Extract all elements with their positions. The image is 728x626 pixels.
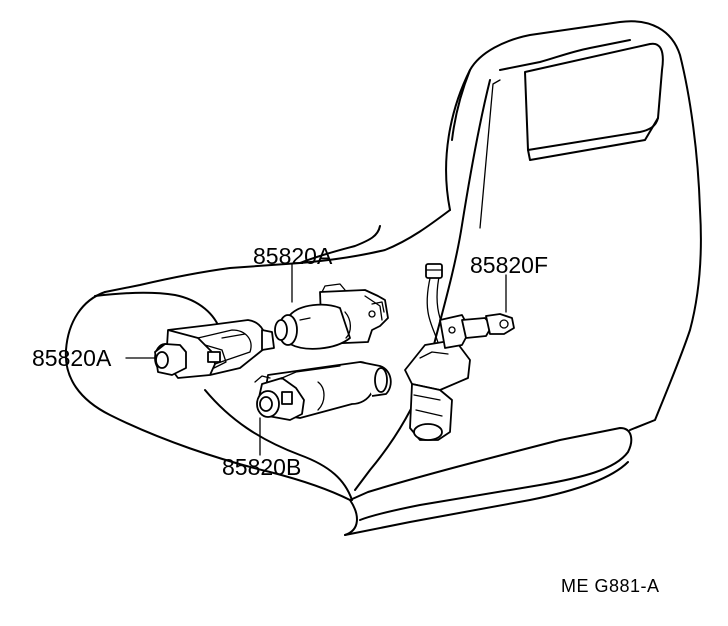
seat-cushion: [64, 209, 633, 536]
callout-85820a-left: 85820A: [32, 345, 112, 371]
seat-back: [429, 20, 702, 431]
figure-code: ME G881-A: [561, 576, 660, 596]
leader-lines: [125, 263, 507, 456]
callout-85820b: 85820B: [222, 454, 302, 480]
motor-85820f-right: [404, 263, 515, 441]
motor-85820a-top: [274, 283, 389, 350]
motor-85820a-left: [154, 319, 275, 379]
motor-85820b-bottom: [254, 361, 392, 421]
callout-85820a-top: 85820A: [253, 243, 333, 269]
callout-85820f: 85820F: [470, 252, 549, 278]
